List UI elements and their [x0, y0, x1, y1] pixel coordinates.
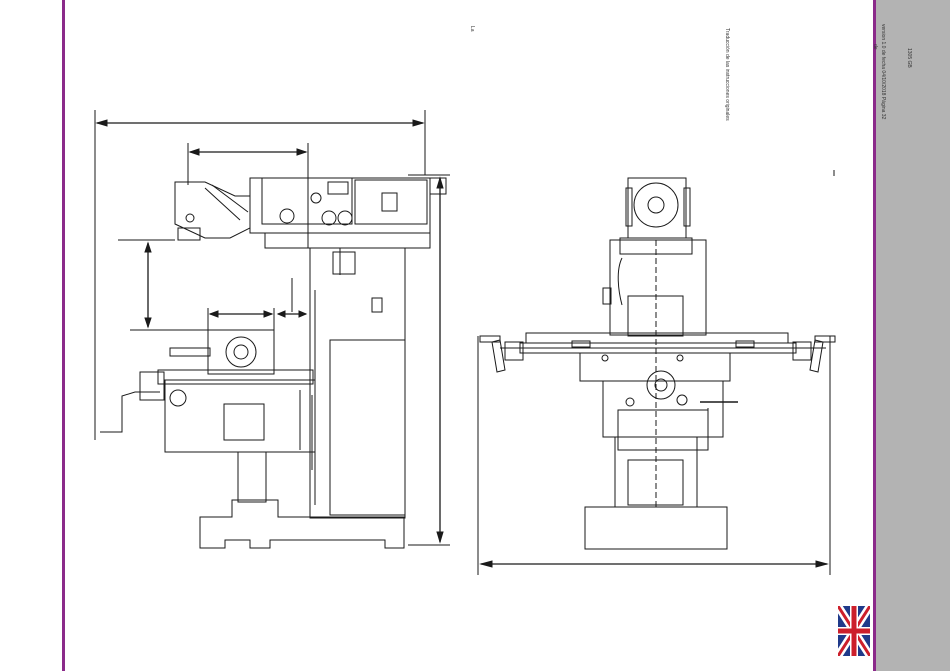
side-view-machine [100, 178, 446, 548]
side-view-dimensions [95, 110, 450, 545]
front-view-dimensions [478, 170, 834, 575]
uk-flag-icon [838, 606, 870, 656]
front-view-machine [480, 178, 835, 549]
